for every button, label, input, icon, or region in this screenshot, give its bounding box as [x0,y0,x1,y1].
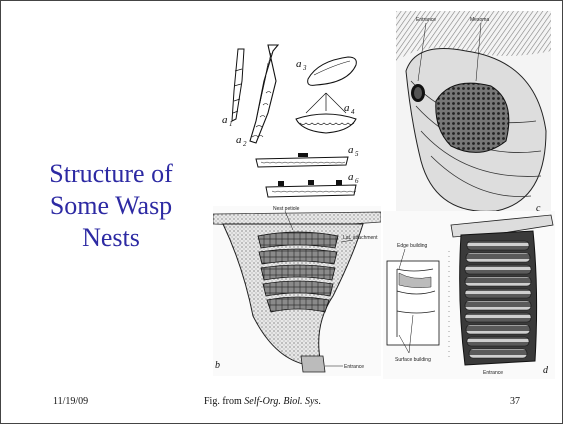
caption-source: Self-Org. Biol. Sys [244,396,318,407]
title-line-1: Structure of [21,158,201,190]
figure-panel-b: Nest petiole Lat. attachment Entrance b [213,206,381,376]
footer-caption: Fig. from Self-Org. Biol. Sys. [204,396,321,407]
caption-prefix: Fig. from [204,396,244,407]
label-a1-sub: 1 [229,120,233,128]
footer-date: 11/19/09 [53,396,88,407]
figure-panel-a: a 1 a 2 a 3 a 4 a 5 a 6 [216,41,376,206]
panel-a-drawing: a 1 a 2 a 3 a 4 a 5 a 6 [216,41,376,206]
label-a5: a [348,144,354,156]
label-a6: a [348,171,354,183]
panel-c-annotation-entrance: Entrance [416,17,436,23]
label-a5-sub: 5 [355,150,359,158]
panel-d-annotation-entrance: Entrance [483,370,503,376]
slide-title: Structure of Some Wasp Nests [21,158,201,254]
panel-b-label: b [215,360,220,371]
title-line-3: Nests [21,222,201,254]
label-a4: a [344,102,350,114]
label-a1: a [222,114,228,126]
panel-c-drawing: Entrance Mesoma c [396,11,551,216]
label-a3-sub: 3 [302,64,307,72]
panel-b-annotation-entrance: Entrance [344,364,364,370]
caption-suffix: . [318,396,321,407]
panel-b-combs [258,232,338,312]
label-a3: a [296,58,302,70]
panel-c-annotation-mesoma: Mesoma [470,17,489,23]
label-a2: a [236,134,242,146]
label-a6-sub: 6 [355,177,359,185]
label-a4-sub: 4 [351,108,355,116]
panel-d-annotation-surface: Surface building [395,357,431,363]
panel-b-drawing: Nest petiole Lat. attachment Entrance b [213,206,381,376]
panel-b-annotation-petiole: Nest petiole [273,206,300,212]
page-number: 37 [510,396,520,407]
panel-d-drawing: Edge building Surface building Entrance … [383,211,555,379]
figure-panel-c: Entrance Mesoma c [396,11,551,216]
panel-b-annotation-attachment: Lat. attachment [343,235,378,241]
label-a2-sub: 2 [243,140,247,148]
figure-panel-d: Edge building Surface building Entrance … [383,211,555,379]
title-line-2: Some Wasp [21,190,201,222]
panel-d-annotation-edge: Edge building [397,243,428,249]
